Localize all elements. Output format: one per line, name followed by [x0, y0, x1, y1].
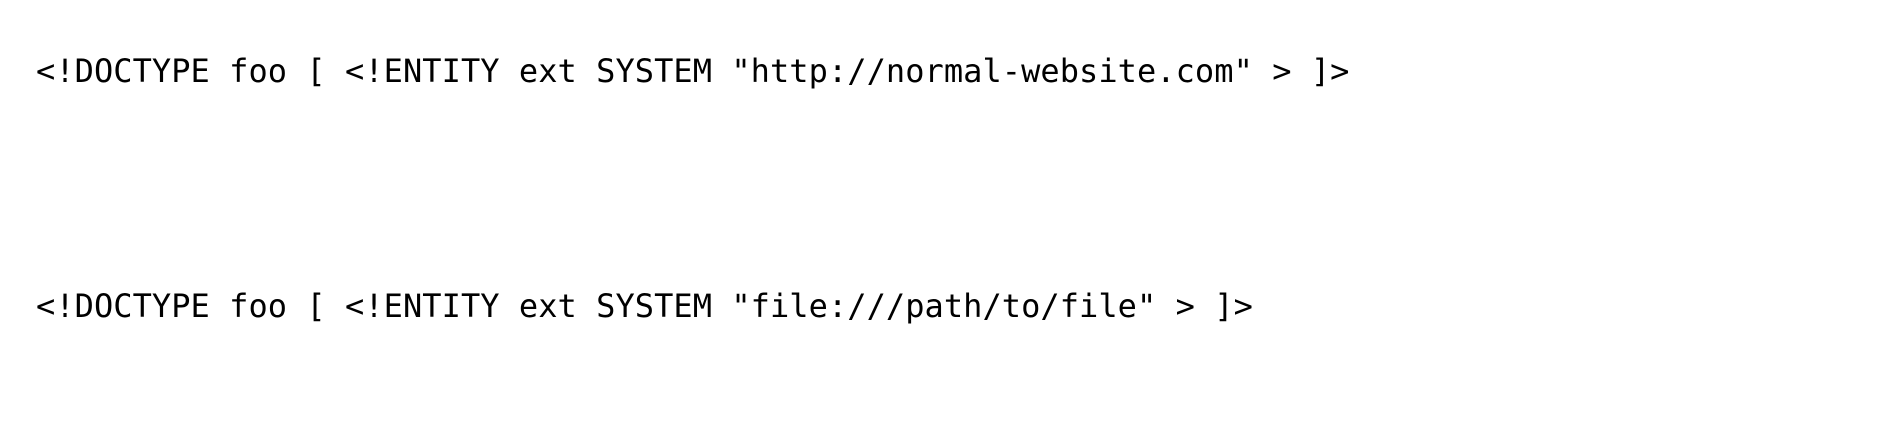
code-line-external-entity-file: <!DOCTYPE foo [ <!ENTITY ext SYSTEM "fil… [36, 287, 1253, 325]
code-line-external-entity-http: <!DOCTYPE foo [ <!ENTITY ext SYSTEM "htt… [36, 52, 1350, 90]
